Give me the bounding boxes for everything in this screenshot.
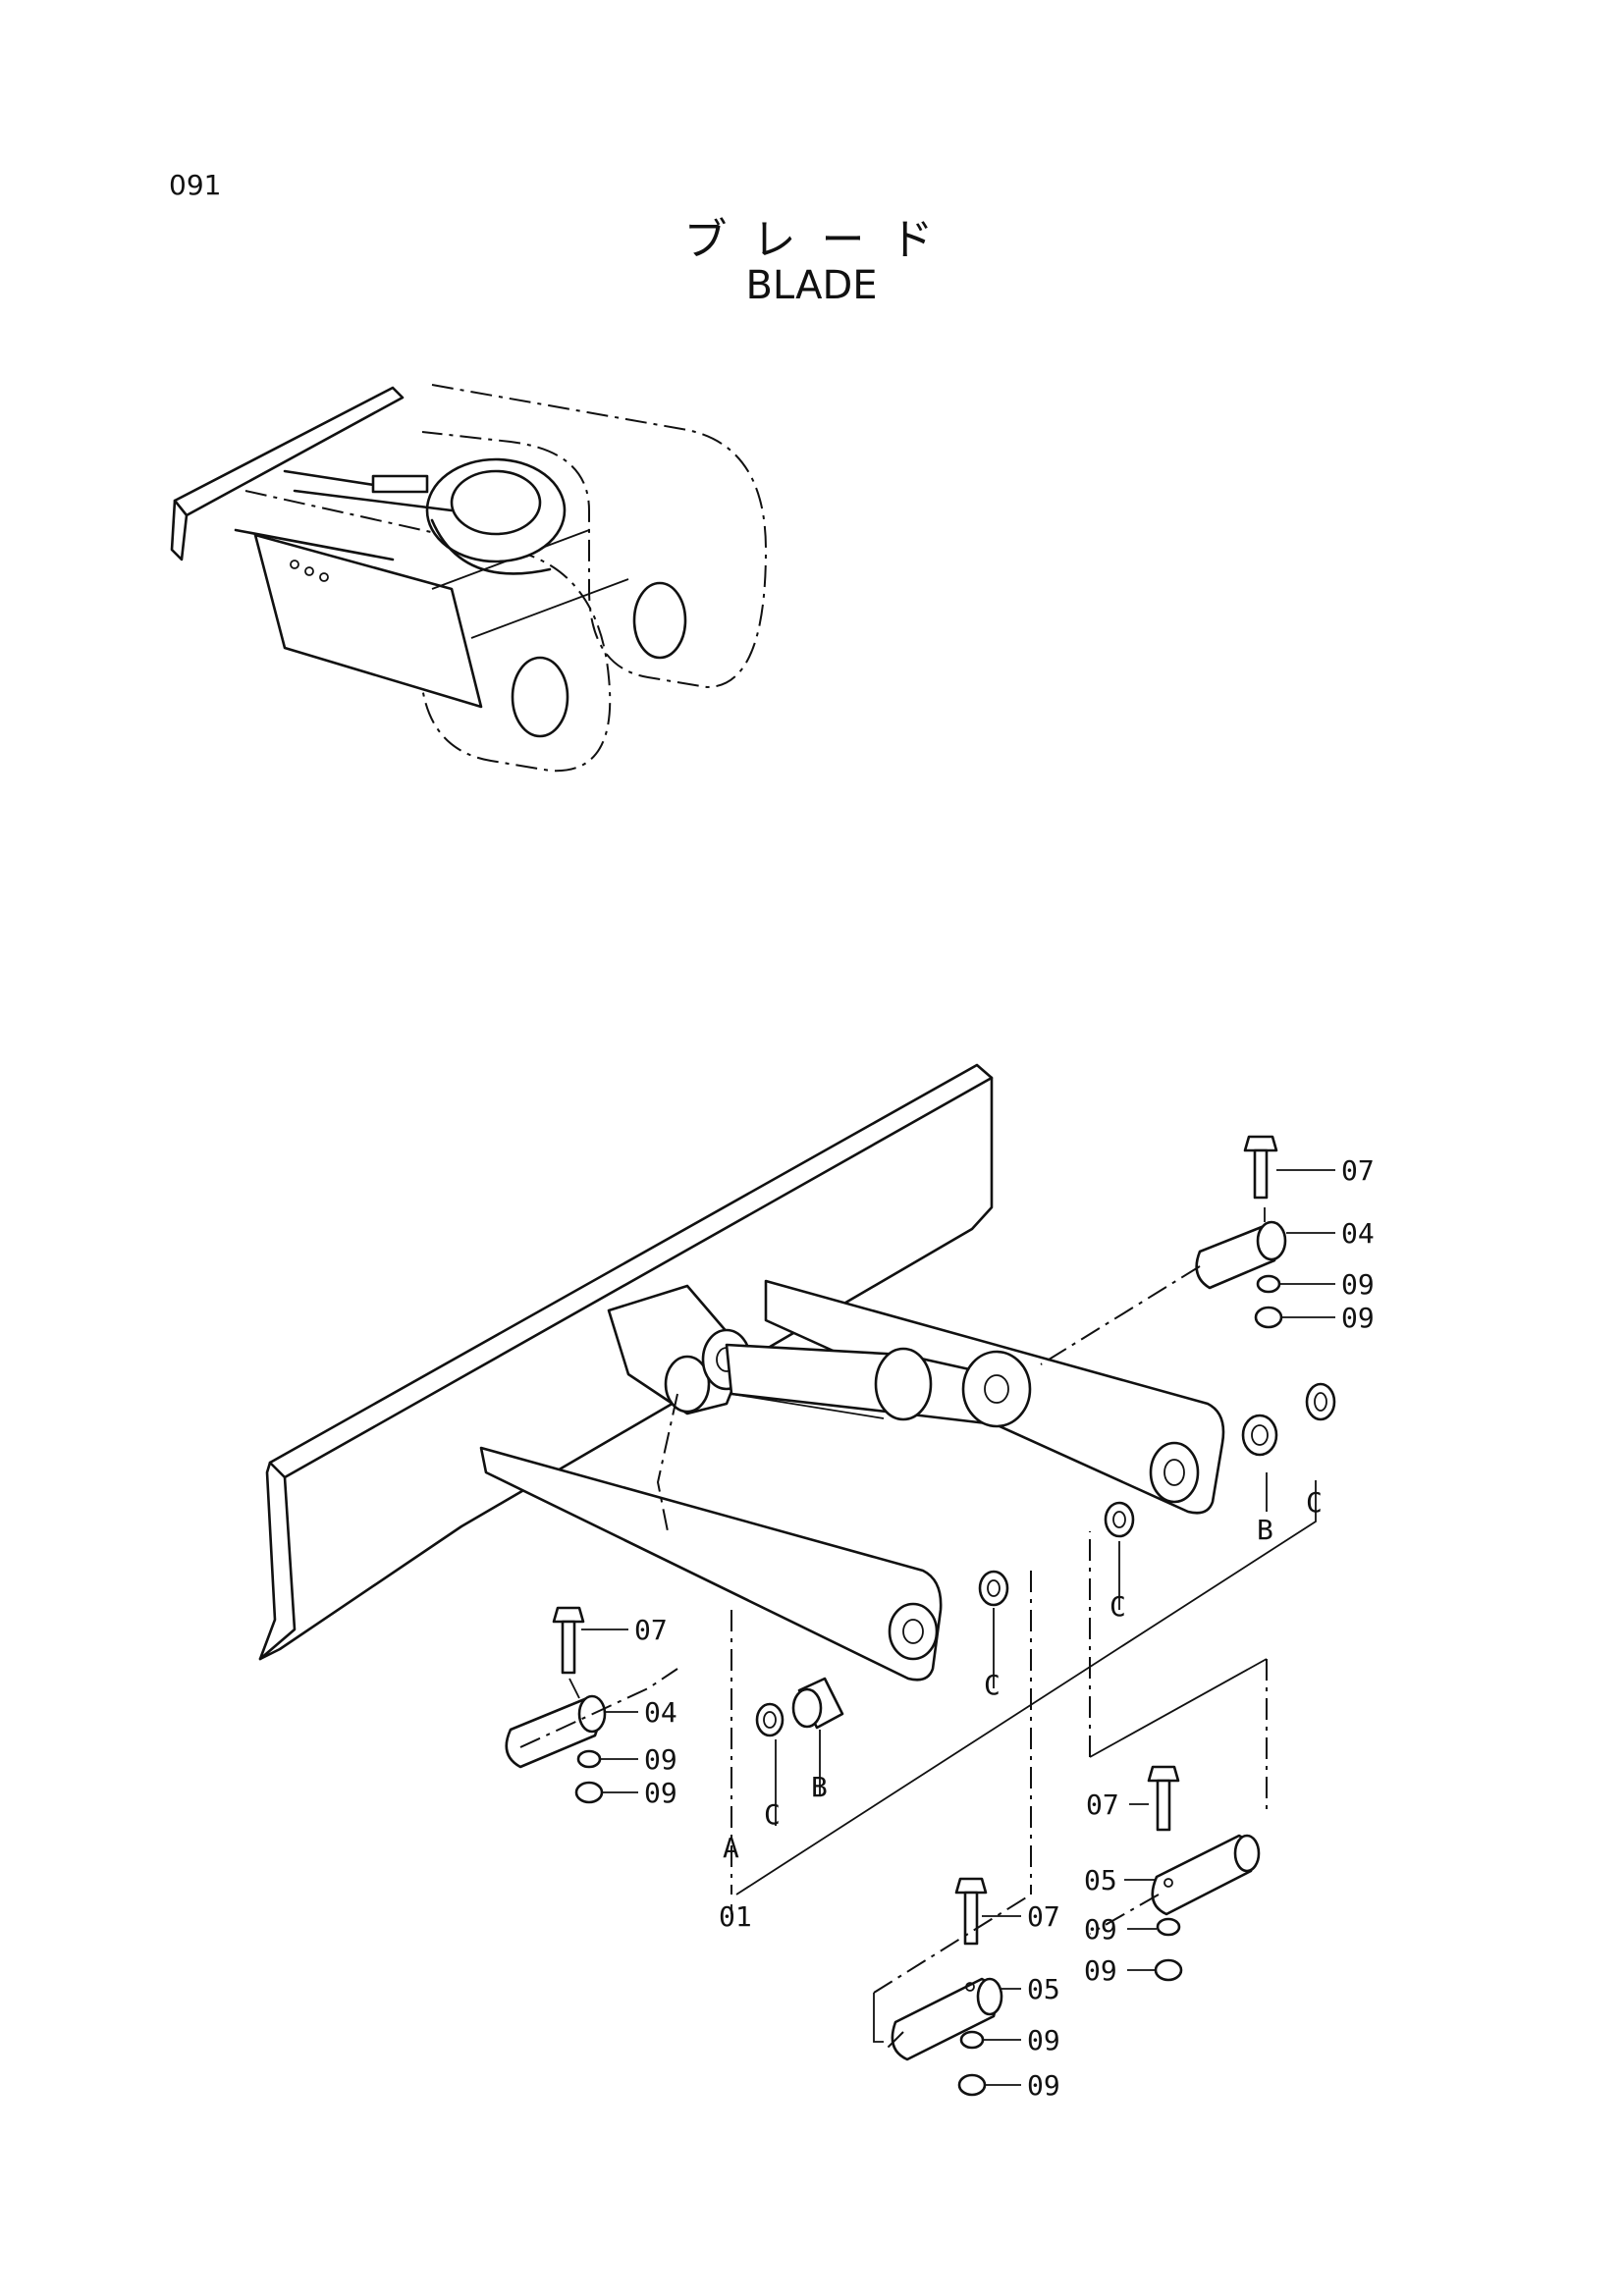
bolt-07-upper-right bbox=[1243, 1135, 1278, 1200]
label-ref-c-mid: C bbox=[984, 1669, 1001, 1701]
pin-04-upper-right bbox=[1195, 1220, 1287, 1290]
label-ref-b-right: B bbox=[1257, 1514, 1273, 1546]
label-09-left-b: 09 bbox=[644, 1777, 677, 1809]
label-ref-c-right-inner: C bbox=[1109, 1590, 1126, 1623]
bolt-07-lower-right bbox=[1147, 1765, 1180, 1832]
label-07-lower-right: 07 bbox=[1086, 1789, 1119, 1821]
pin-05-lower-right bbox=[1151, 1834, 1261, 1916]
label-09-lower-right-a: 09 bbox=[1084, 1913, 1117, 1946]
shim-c-right-inner bbox=[1104, 1501, 1135, 1538]
part-labels: 07 04 09 09 07 04 09 09 07 05 09 09 07 0… bbox=[634, 1154, 1375, 2102]
shim-c-left bbox=[755, 1702, 784, 1737]
label-ref-c-right-outer: C bbox=[1306, 1486, 1323, 1519]
label-09-upper-right-b: 09 bbox=[1341, 1302, 1375, 1334]
leader-lines bbox=[519, 1169, 1335, 2086]
blade-assembly-illustration bbox=[258, 1063, 1336, 2097]
nut-09-lower-right-b bbox=[1154, 1958, 1183, 1982]
label-09-lower-center-b: 09 bbox=[1027, 2069, 1060, 2102]
label-07-lower-center: 07 bbox=[1027, 1900, 1060, 1933]
label-09-lower-center-a: 09 bbox=[1027, 2024, 1060, 2056]
title-english: BLADE bbox=[745, 263, 878, 308]
nut-09-lower-center-a bbox=[959, 2030, 985, 2050]
pin-04-left bbox=[505, 1694, 607, 1769]
bushing-b-right bbox=[1241, 1414, 1278, 1457]
nut-09-left-b bbox=[574, 1781, 604, 1804]
bolt-07-lower-center bbox=[954, 1877, 988, 1946]
nut-09-upper-right-b bbox=[1254, 1306, 1283, 1329]
nut-09-lower-center-b bbox=[957, 2073, 987, 2097]
bushing-b-left bbox=[791, 1677, 844, 1730]
nut-09-lower-right-a bbox=[1156, 1917, 1181, 1937]
label-07-left: 07 bbox=[634, 1614, 668, 1646]
bolt-07-left bbox=[552, 1606, 585, 1675]
shim-c-left-arm bbox=[978, 1570, 1009, 1607]
label-ref-c-left: C bbox=[764, 1798, 781, 1831]
label-01: 01 bbox=[719, 1900, 752, 1933]
label-04-upper-right: 04 bbox=[1341, 1217, 1375, 1250]
label-04-left: 04 bbox=[644, 1696, 677, 1729]
page-number: 091 bbox=[169, 169, 222, 201]
overview-undercarriage-illustration bbox=[170, 384, 768, 773]
label-09-left-a: 09 bbox=[644, 1743, 677, 1776]
pin-05-lower-center bbox=[891, 1977, 1003, 2061]
nut-09-left-a bbox=[576, 1749, 602, 1769]
label-ref-b-left: B bbox=[811, 1771, 828, 1803]
label-ref-a: A bbox=[723, 1832, 739, 1864]
label-09-lower-right-b: 09 bbox=[1084, 1954, 1117, 1987]
label-09-upper-right-a: 09 bbox=[1341, 1268, 1375, 1301]
title-japanese: ブ レ ー ド bbox=[683, 215, 940, 265]
label-05-lower-center: 05 bbox=[1027, 1973, 1060, 2005]
shim-c-right-outer bbox=[1305, 1382, 1336, 1421]
nut-09-upper-right-a bbox=[1256, 1274, 1281, 1294]
label-07-upper-right: 07 bbox=[1341, 1154, 1375, 1187]
label-05-lower-right: 05 bbox=[1084, 1864, 1117, 1896]
